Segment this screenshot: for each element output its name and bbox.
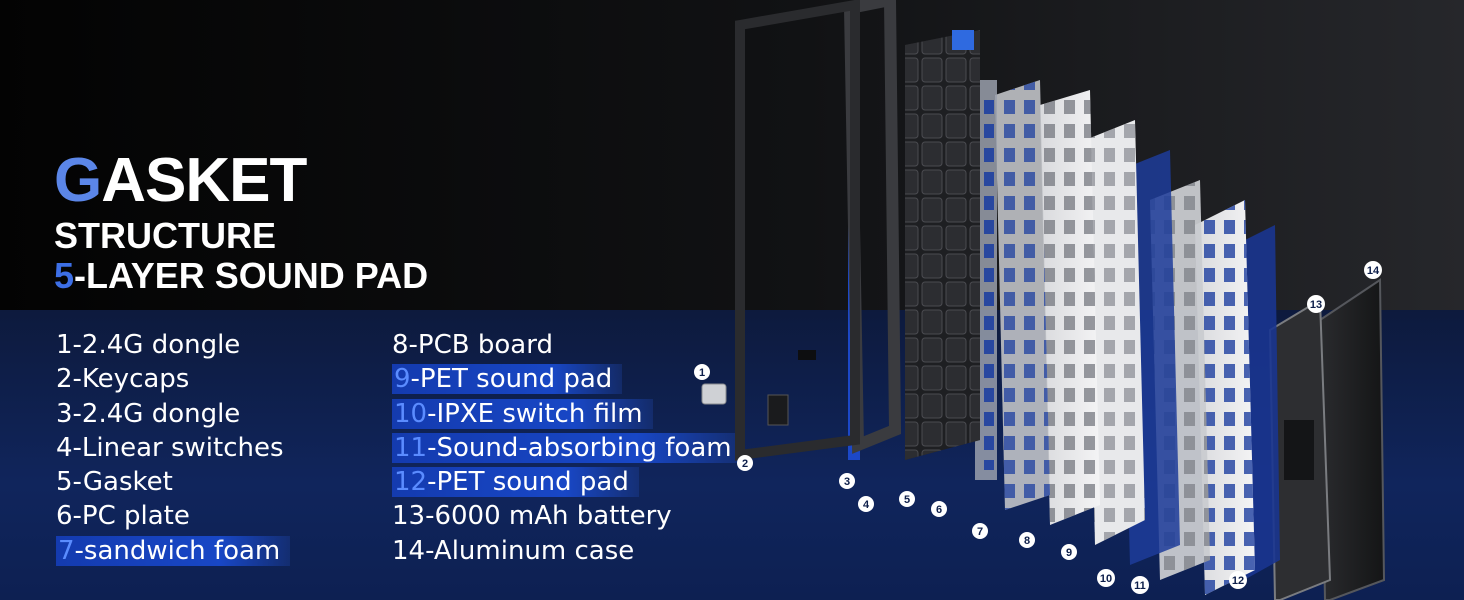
headline-layer-number: 5 <box>54 255 75 296</box>
svg-text:1: 1 <box>699 367 705 379</box>
parts-list-left: 1-2.4G dongle 2-Keycaps 3-2.4G dongle 4-… <box>56 330 291 570</box>
callout-2: 2 <box>737 455 753 471</box>
part-item: 14-Aluminum case <box>392 535 635 566</box>
callout-9: 9 <box>1061 544 1077 560</box>
svg-text:13: 13 <box>1310 299 1322 311</box>
callout-1: 1 <box>694 364 710 380</box>
pc-plate <box>995 80 1050 510</box>
callout-7: 7 <box>972 523 988 539</box>
part-item: 1-2.4G dongle <box>56 330 241 360</box>
callout-4: 4 <box>858 496 874 512</box>
callout-3: 3 <box>839 473 855 489</box>
part-item-highlighted: 10-IPXE switch film <box>392 398 742 433</box>
svg-text:8: 8 <box>1024 535 1030 547</box>
headline-layer-text: -LAYER SOUND PAD <box>74 255 429 296</box>
callout-6: 6 <box>931 501 947 517</box>
svg-text:3: 3 <box>844 476 850 488</box>
callout-8: 8 <box>1019 532 1035 548</box>
part-item-highlighted: 9-PET sound pad <box>392 364 742 398</box>
parts-list-right: 8-PCB board 9-PET sound pad 10-IPXE swit… <box>392 330 742 570</box>
headline-structure: STRUCTURE <box>54 215 276 256</box>
part-item: 3-2.4G dongle <box>56 398 241 429</box>
part-item: 8-PCB board <box>392 330 553 360</box>
part-item: 2-Keycaps <box>56 364 190 395</box>
callout-11: 11 <box>1131 576 1149 594</box>
sound-absorbing-foam <box>1195 200 1255 595</box>
part-item: 4-Linear switches <box>56 432 284 463</box>
svg-text:4: 4 <box>863 499 870 511</box>
headline-sound-pad: 5-LAYER SOUND PAD <box>54 256 428 296</box>
callout-12: 12 <box>1229 571 1247 589</box>
linear-switches <box>975 80 997 480</box>
callout-5: 5 <box>899 491 915 507</box>
top-frame <box>735 0 860 461</box>
headline-gasket-rest: ASKET <box>101 146 307 215</box>
svg-text:12: 12 <box>1232 575 1244 587</box>
part-item: 5-Gasket <box>56 467 173 498</box>
pcb-board <box>1085 120 1145 545</box>
svg-text:11: 11 <box>1134 580 1146 592</box>
part-item-highlighted: 12-PET sound pad <box>392 467 742 501</box>
svg-text:7: 7 <box>977 526 983 538</box>
sandwich-foam <box>1040 90 1100 525</box>
part-item-highlighted: 11-Sound-absorbing foam <box>392 432 742 467</box>
svg-text:9: 9 <box>1066 547 1072 559</box>
headline: GASKET STRUCTURE 5-LAYER SOUND PAD <box>54 148 428 296</box>
part-item: 6-PC plate <box>56 501 190 532</box>
part-item: 13-6000 mAh battery <box>392 501 672 532</box>
callout-14: 14 <box>1364 261 1382 279</box>
exploded-keyboard-diagram: 1 2 3 4 5 6 7 8 9 10 11 12 13 14 <box>694 0 1386 600</box>
svg-text:5: 5 <box>904 494 910 506</box>
svg-text:6: 6 <box>936 504 942 516</box>
keycaps <box>848 30 980 460</box>
svg-text:14: 14 <box>1367 265 1380 277</box>
svg-text:10: 10 <box>1100 573 1112 585</box>
callout-10: 10 <box>1097 569 1115 587</box>
headline-gasket-first-letter: G <box>54 146 102 215</box>
headline-gasket: GASKET <box>54 148 428 214</box>
callout-13: 13 <box>1307 295 1325 313</box>
svg-text:2: 2 <box>742 458 748 470</box>
callout-badges: 1 2 3 4 5 6 7 8 9 10 11 12 13 14 <box>694 261 1382 594</box>
part-item-highlighted: 7-sandwich foam <box>56 535 291 570</box>
dongle <box>701 383 727 405</box>
